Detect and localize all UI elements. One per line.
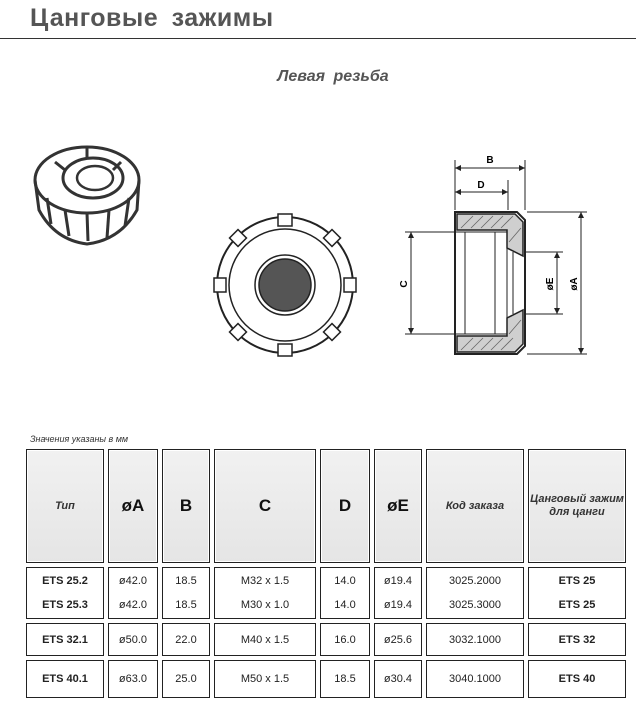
spec-table: Тип øA B C D øE Код заказа Цанговый зажи… [26,449,626,698]
table-cell: 18.5 [175,575,197,587]
dimension-b-label: B [486,155,493,166]
header-type: Тип [26,449,104,563]
table-row-group: ETS 25.2 ETS 25.3 ø42.0 ø42.0 18.5 18.5 … [26,567,626,619]
page-subtitle: Левая резьба [277,68,389,85]
table-cell: ø42.0 [118,575,148,587]
header-e: øE [374,449,422,563]
units-note: Значения указаны в мм [30,434,129,444]
table-cell: ETS 25 [558,575,596,587]
cell-c: M32 x 1.5 M30 x 1.0 [214,567,316,619]
table-cell: 14.0 [334,599,356,611]
table-row: ETS 32.1 ø50.0 22.0 M40 x 1.5 16.0 ø25.6… [26,623,626,656]
table-cell: ETS 40 [528,660,626,698]
table-cell: 3025.3000 [449,599,501,611]
header-order-code: Код заказа [426,449,524,563]
table-cell: 18.5 [320,660,370,698]
table-cell: ø25.6 [374,623,422,656]
table-cell: 18.5 [175,599,197,611]
dimension-c-label: C [399,280,410,287]
table-cell: ø63.0 [108,660,158,698]
table-cell: 16.0 [320,623,370,656]
dimension-d-label: D [477,180,484,191]
nut-front-view-drawing [213,213,357,357]
table-cell: 3032.1000 [426,623,524,656]
table-cell: 3040.1000 [426,660,524,698]
nut-perspective-illustration [33,145,141,246]
cell-e: ø19.4 ø19.4 [374,567,422,619]
table-cell: M40 x 1.5 [214,623,316,656]
table-cell: 25.0 [162,660,210,698]
dimension-e-label: øE [545,277,556,290]
header-collet-line2: для цанги [549,506,605,518]
table-cell: M32 x 1.5 [240,575,290,587]
header-c: C [214,449,316,563]
table-cell: ETS 25.3 [42,599,88,611]
table-header-row: Тип øA B C D øE Код заказа Цанговый зажи… [26,449,626,563]
header-collet: Цанговый зажим для цанги [528,449,626,563]
table-cell: ø19.4 [383,575,413,587]
table-row: ETS 40.1 ø63.0 25.0 M50 x 1.5 18.5 ø30.4… [26,660,626,698]
cell-b: 18.5 18.5 [162,567,210,619]
table-cell: ETS 25 [558,599,596,611]
table-cell: ETS 40.1 [26,660,104,698]
table-cell: ø42.0 [118,599,148,611]
title-divider [0,38,636,39]
table-cell: 14.0 [334,575,356,587]
cell-d: 14.0 14.0 [320,567,370,619]
table-cell: ETS 25.2 [42,575,88,587]
table-cell: 3025.2000 [449,575,501,587]
dimension-a-label: øA [569,277,580,290]
nut-section-view-drawing: B D C øE øA [399,155,587,355]
cell-collet: ETS 25 ETS 25 [528,567,626,619]
table-cell: M50 x 1.5 [214,660,316,698]
table-cell: M30 x 1.0 [240,599,290,611]
table-cell: 22.0 [162,623,210,656]
header-collet-line1: Цанговый зажим [530,493,624,505]
table-cell: ø19.4 [383,599,413,611]
table-cell: ø30.4 [374,660,422,698]
table-cell: ETS 32 [528,623,626,656]
page-title: Цанговые зажимы [30,4,274,32]
cell-type: ETS 25.2 ETS 25.3 [26,567,104,619]
table-cell: ø50.0 [108,623,158,656]
header-d: D [320,449,370,563]
table-cell: ETS 32.1 [26,623,104,656]
cell-code: 3025.2000 3025.3000 [426,567,524,619]
header-b: B [162,449,210,563]
cell-a: ø42.0 ø42.0 [108,567,158,619]
header-a: øA [108,449,158,563]
